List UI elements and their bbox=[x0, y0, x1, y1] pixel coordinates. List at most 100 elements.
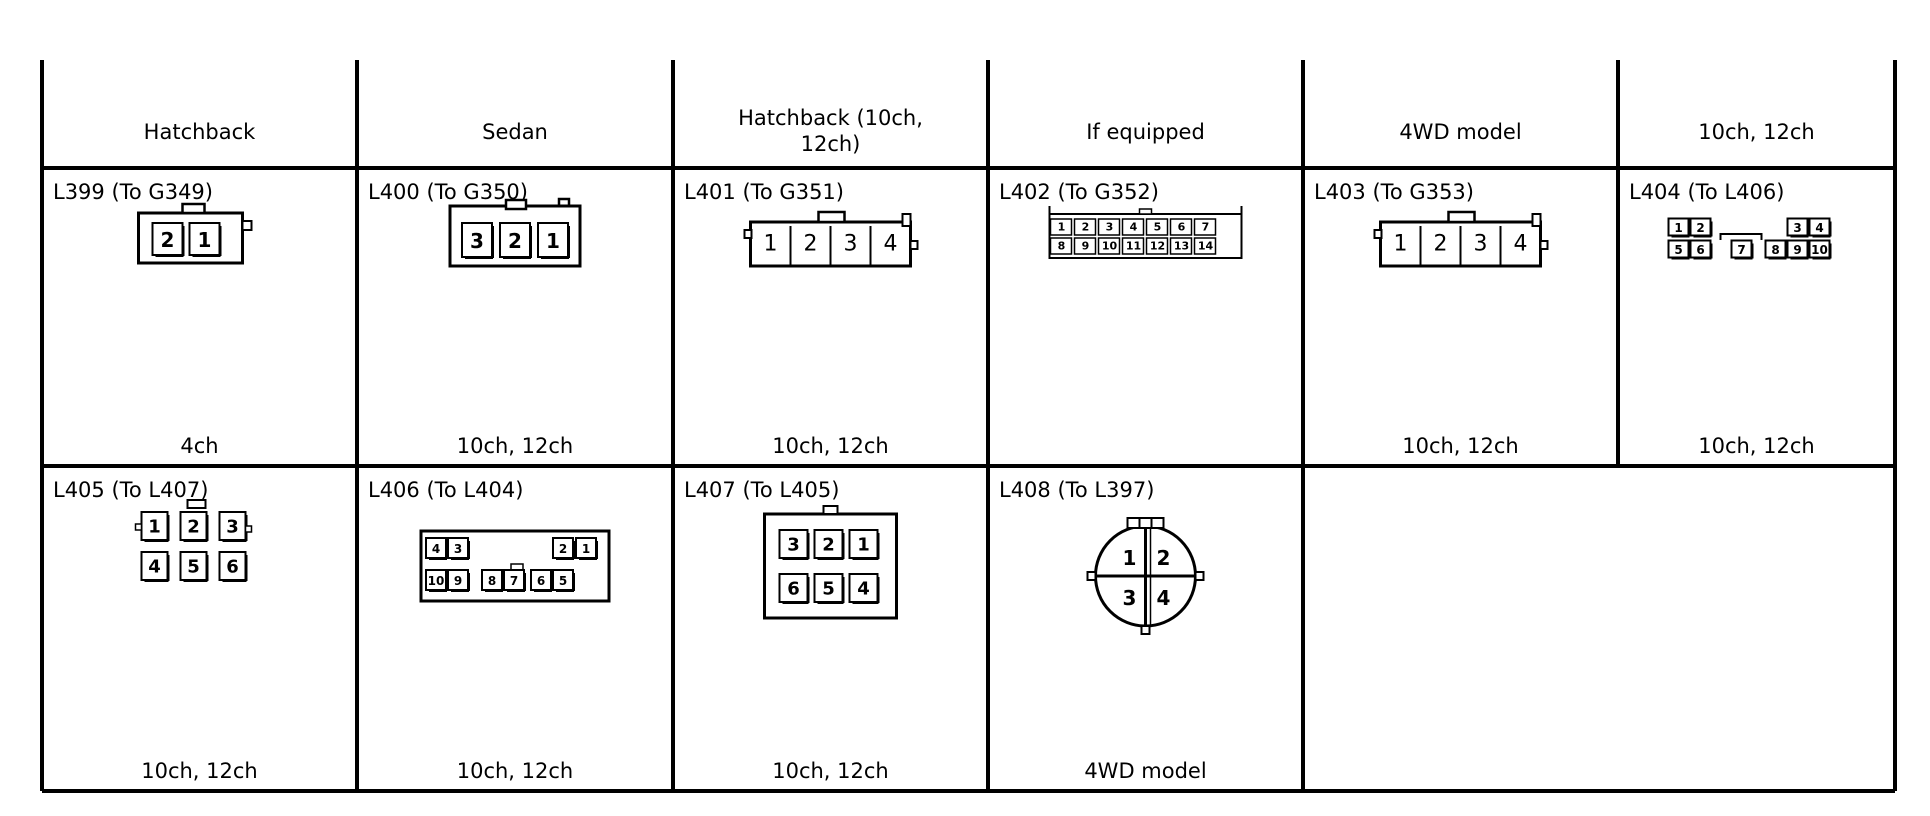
connector-note: 10ch, 12ch bbox=[141, 759, 258, 783]
header-label: Hatchback bbox=[144, 120, 256, 144]
pin-number: 9 bbox=[1082, 240, 1090, 253]
pin-number: 2 bbox=[804, 232, 818, 257]
latch bbox=[181, 202, 206, 215]
lock-tab bbox=[909, 240, 919, 250]
latch bbox=[1138, 208, 1153, 215]
lock-tab bbox=[743, 229, 753, 239]
pin-cavity bbox=[1145, 218, 1169, 236]
latch bbox=[822, 505, 839, 515]
header-cell: Hatchback bbox=[144, 120, 256, 144]
pin-number: 2 bbox=[187, 517, 200, 538]
connector-note: 10ch, 12ch bbox=[772, 759, 889, 783]
header-label: Sedan bbox=[482, 120, 548, 144]
pin-number: 3 bbox=[787, 535, 800, 556]
lock-tab bbox=[901, 213, 912, 227]
lock-tab bbox=[1373, 229, 1383, 239]
pin-number: 2 bbox=[822, 535, 835, 556]
pin-number: 1 bbox=[764, 232, 778, 257]
pin-cavity bbox=[1193, 218, 1217, 236]
header-label: Hatchback (10ch,12ch) bbox=[738, 106, 923, 156]
pin-number: 1 bbox=[1123, 546, 1137, 570]
connector-note: 10ch, 12ch bbox=[457, 759, 574, 783]
pin-number: 6 bbox=[1178, 221, 1186, 234]
pin-number: 10 bbox=[1102, 240, 1118, 253]
pin-number: 6 bbox=[787, 579, 800, 600]
pin-cavity bbox=[1121, 237, 1145, 255]
pin-number: 8 bbox=[488, 574, 496, 588]
connector-note: 10ch, 12ch bbox=[1402, 434, 1519, 458]
pin-number: 11 bbox=[1126, 240, 1141, 253]
pin-number: 3 bbox=[470, 229, 484, 253]
lock-tab bbox=[1531, 213, 1542, 227]
connector-id: L404 (To L406) bbox=[1629, 180, 1784, 204]
pin-number: 12 bbox=[1150, 240, 1165, 253]
pin-number: 13 bbox=[1174, 240, 1189, 253]
pin-number: 1 bbox=[148, 517, 161, 538]
pin-cavity bbox=[1097, 218, 1121, 236]
header-label: 10ch, 12ch bbox=[1698, 120, 1815, 144]
connector-note: 10ch, 12ch bbox=[1698, 434, 1815, 458]
lock-tab bbox=[244, 525, 253, 533]
pin-cavity bbox=[1073, 237, 1097, 255]
header-cell: If equipped bbox=[1086, 120, 1205, 144]
pin-cavity bbox=[1193, 237, 1217, 255]
pin-number: 2 bbox=[1157, 546, 1171, 570]
pin-number: 2 bbox=[508, 229, 522, 253]
pin-number: 1 bbox=[1394, 232, 1408, 257]
pin-number: 4 bbox=[1815, 221, 1823, 235]
pin-number: 8 bbox=[1058, 240, 1066, 253]
pin-number: 5 bbox=[1154, 221, 1162, 234]
pin-cavity bbox=[1097, 237, 1121, 255]
pin-number: 3 bbox=[1123, 586, 1137, 610]
pin-cavity bbox=[1169, 237, 1193, 255]
connector-id: L400 (To G350) bbox=[368, 180, 528, 204]
pin-number: 4 bbox=[1514, 232, 1528, 257]
lock-tab bbox=[241, 220, 253, 231]
header-label: If equipped bbox=[1086, 120, 1205, 144]
pin-cavity bbox=[1049, 218, 1073, 236]
header-cell: Hatchback (10ch,12ch) bbox=[738, 106, 923, 156]
pin-number: 3 bbox=[844, 232, 858, 257]
lock-tab bbox=[1140, 625, 1151, 635]
connector-id: L408 (To L397) bbox=[999, 478, 1154, 502]
pin-cavity bbox=[1121, 218, 1145, 236]
pin-number: 10 bbox=[428, 574, 445, 588]
lock-tab bbox=[134, 523, 143, 531]
latch bbox=[1126, 517, 1165, 529]
connector-id: L402 (To G352) bbox=[999, 180, 1159, 204]
pin-number: 1 bbox=[857, 535, 870, 556]
header-cell: 10ch, 12ch bbox=[1698, 120, 1815, 144]
pin-number: 7 bbox=[510, 574, 518, 588]
pin-number: 6 bbox=[1696, 243, 1704, 257]
pin-number: 6 bbox=[537, 574, 545, 588]
pin-number: 5 bbox=[822, 579, 835, 600]
pin-number: 7 bbox=[1737, 243, 1745, 257]
connector-id: L405 (To L407) bbox=[53, 478, 208, 502]
pin-number: 3 bbox=[1793, 221, 1801, 235]
pin-number: 8 bbox=[1771, 243, 1779, 257]
pin-number: 1 bbox=[1058, 221, 1066, 234]
pin-cavity bbox=[1145, 237, 1169, 255]
connector-id: L403 (To G353) bbox=[1314, 180, 1474, 204]
latch bbox=[1447, 210, 1476, 224]
pin-number: 1 bbox=[198, 228, 212, 252]
latch bbox=[186, 499, 207, 509]
pin-number: 14 bbox=[1198, 240, 1214, 253]
lock-tab bbox=[1194, 571, 1205, 581]
pin-number: 2 bbox=[1434, 232, 1448, 257]
pin-number: 2 bbox=[1082, 221, 1090, 234]
header-label: 4WD model bbox=[1399, 120, 1521, 144]
connector-outline bbox=[419, 529, 611, 603]
